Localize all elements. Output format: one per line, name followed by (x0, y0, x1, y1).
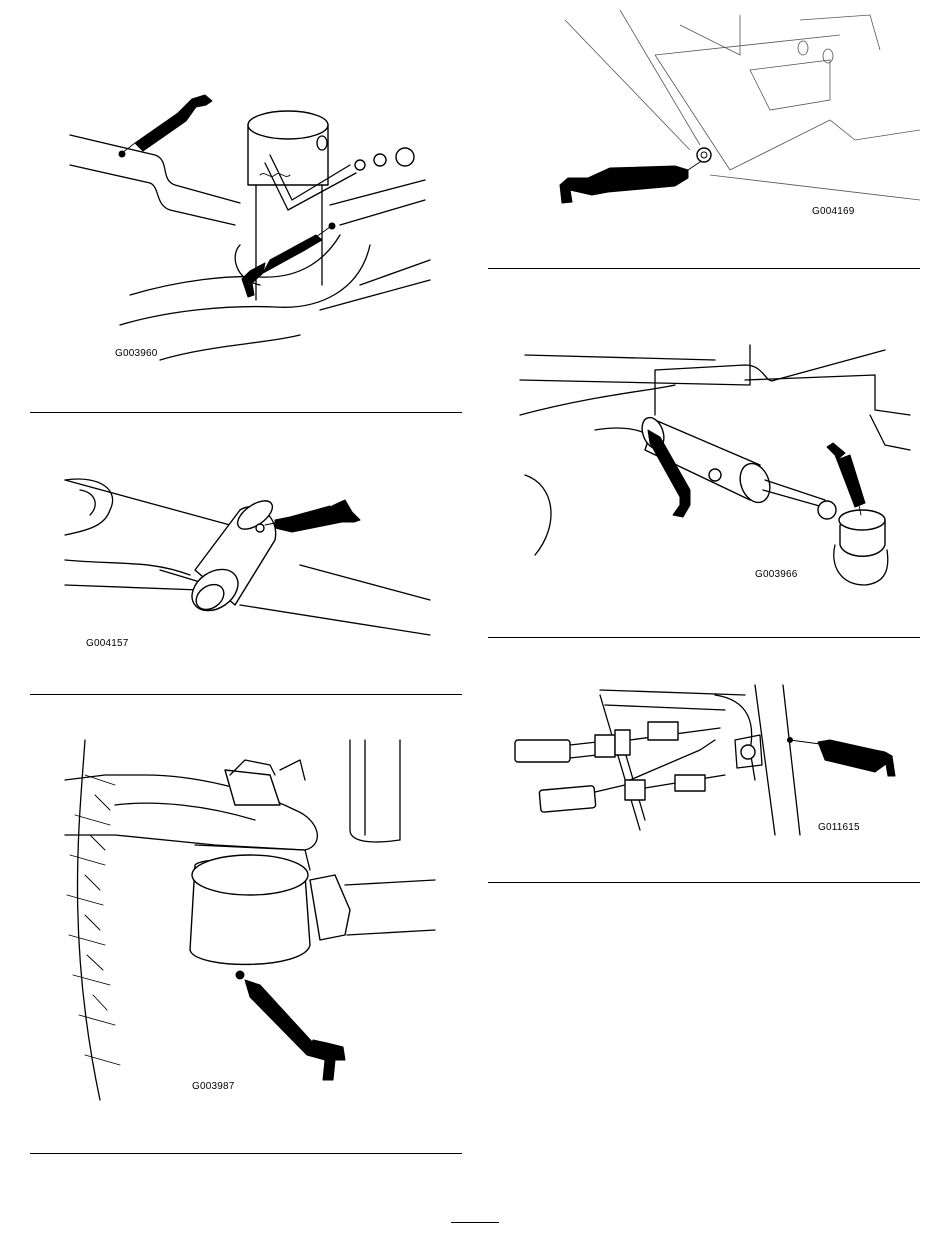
figure-4-code: G003966 (755, 569, 798, 580)
figure-6-illustration (500, 680, 910, 840)
figure-5-code: G003987 (192, 1081, 235, 1092)
figure-2-code: G004169 (812, 206, 855, 217)
divider-right-2 (488, 637, 920, 638)
figure-4-illustration (515, 335, 915, 595)
divider-left-2 (30, 694, 462, 695)
figure-3-spindle-grease: G004157 (60, 470, 440, 660)
divider-left-1 (30, 412, 462, 413)
grease-gun-icon (236, 971, 345, 1080)
grease-gun-icon (265, 500, 360, 532)
grease-gun-icon (560, 162, 700, 203)
figure-1-code: G003960 (115, 348, 158, 359)
page-footer-line (451, 1222, 499, 1223)
figure-2-illustration (540, 10, 920, 225)
figure-1-illustration (60, 85, 440, 375)
grease-gun-icon (788, 738, 896, 777)
grease-gun-icon (119, 95, 212, 157)
figure-6-code: G011615 (818, 822, 860, 833)
figure-4-steering-cylinder-grease: G003966 (515, 335, 915, 595)
figure-5-ball-joint-grease: G003987 (55, 735, 445, 1105)
figure-2-pivot-grease: G004169 (540, 10, 920, 225)
figure-3-code: G004157 (86, 638, 129, 649)
figure-1-kingpin-grease: G003960 (60, 85, 440, 375)
figure-3-illustration (60, 470, 440, 660)
divider-right-3 (488, 882, 920, 883)
divider-left-3 (30, 1153, 462, 1154)
figure-5-illustration (55, 735, 445, 1105)
figure-6-cable-grease: G011615 (500, 680, 910, 840)
divider-right-1 (488, 268, 920, 269)
